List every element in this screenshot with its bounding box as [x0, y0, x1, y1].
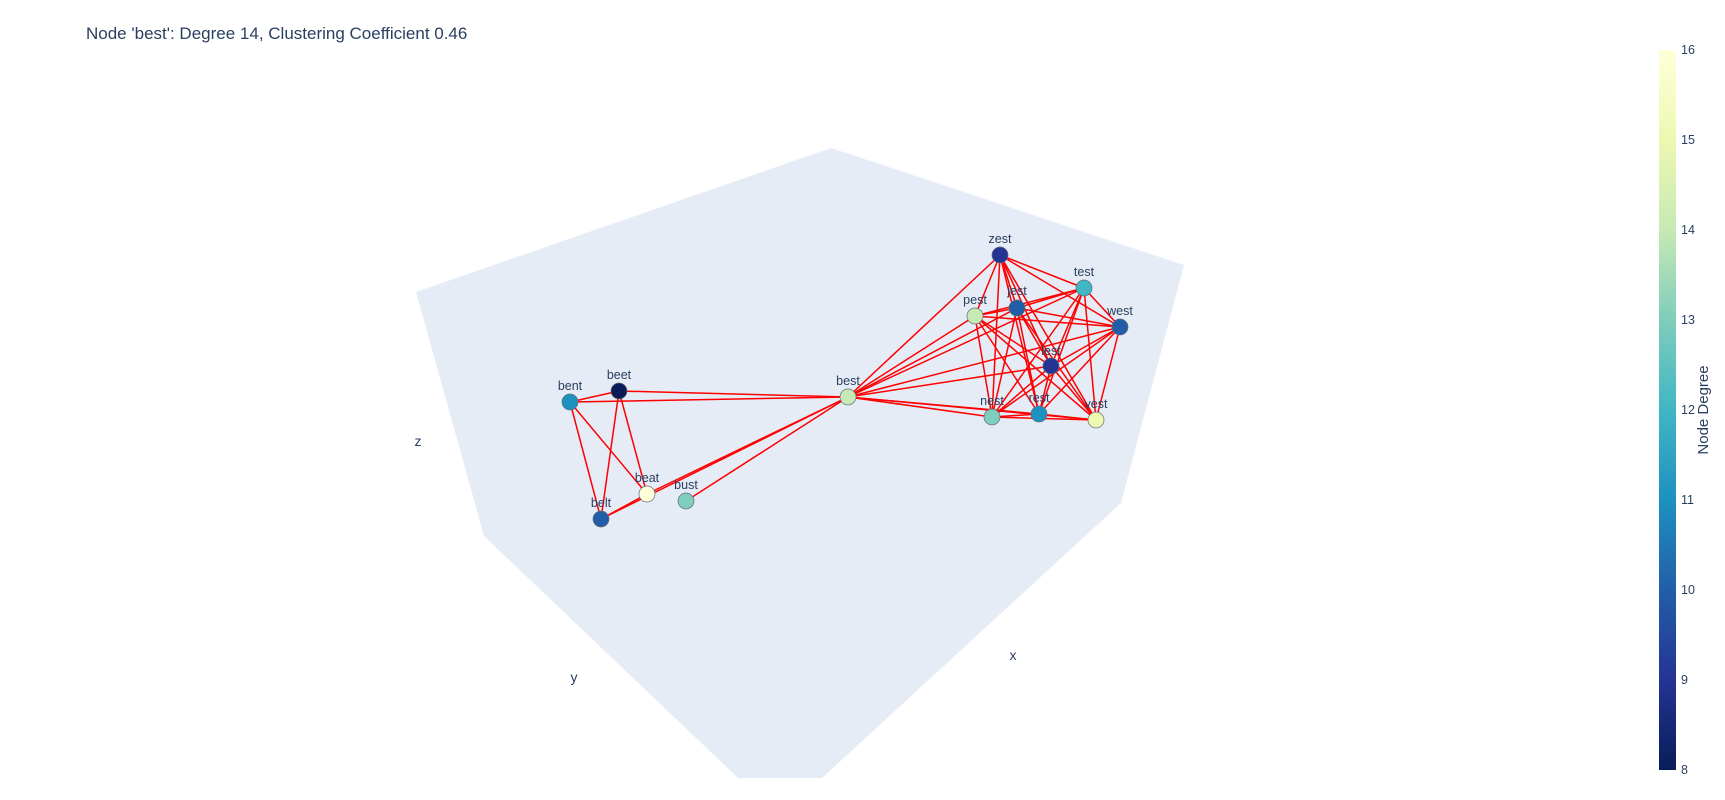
colorbar: 8 9 10 11 12 13 14 15 16 Node Degree — [1659, 43, 1712, 777]
edge-beet-belt — [600, 390, 620, 520]
nodes-layer: zest test pest jest west lest nest rest vest best… — [558, 232, 1133, 528]
edge-jest-lest — [1016, 307, 1052, 367]
edge-lest-nest — [991, 365, 1052, 418]
node-label-beat: beat — [635, 471, 660, 485]
z-axis-label: z — [415, 433, 422, 449]
edge-rest-vest — [1038, 413, 1097, 421]
edge-zest-nest — [991, 254, 1001, 418]
x-axis-label: x — [1010, 647, 1017, 663]
node-label-pest: pest — [963, 293, 987, 307]
edge-jest-west — [1016, 307, 1121, 328]
edge-beet-best — [618, 390, 849, 398]
node-nest[interactable] — [983, 408, 1001, 426]
colorbar-tick-14: 14 — [1681, 223, 1695, 237]
node-label-belt: belt — [591, 496, 612, 510]
edge-lest-vest — [1050, 365, 1097, 421]
node-zest[interactable] — [991, 246, 1009, 264]
edge-beet-beat — [618, 390, 648, 495]
chart-title: Node 'best': Degree 14, Clustering Coeff… — [86, 24, 468, 43]
colorbar-tick-9: 9 — [1681, 673, 1688, 687]
node-rest[interactable] — [1030, 405, 1048, 423]
edge-best-lest — [847, 365, 1052, 398]
colorbar-tick-13: 13 — [1681, 313, 1695, 327]
node-bent[interactable] — [561, 393, 579, 411]
edge-test-west — [1083, 287, 1121, 328]
node-label-bust: bust — [674, 478, 698, 492]
node-best[interactable] — [839, 388, 857, 406]
edge-test-vest — [1083, 287, 1097, 421]
node-label-best: best — [836, 374, 860, 388]
node-test[interactable] — [1075, 279, 1093, 297]
colorbar-bar — [1659, 50, 1676, 770]
colorbar-title: Node Degree — [1695, 365, 1712, 454]
edge-west-rest — [1038, 326, 1121, 415]
edge-zest-west — [999, 254, 1121, 328]
node-bust[interactable] — [677, 492, 695, 510]
scene-background-plane — [416, 148, 1184, 778]
edge-zest-rest — [999, 254, 1040, 415]
colorbar-tick-11: 11 — [1681, 493, 1694, 507]
node-label-lest: lest — [1041, 344, 1061, 358]
edge-test-jest — [1016, 287, 1085, 309]
node-label-beet: beet — [607, 368, 632, 382]
edge-west-vest — [1095, 326, 1121, 421]
node-beet[interactable] — [610, 382, 628, 400]
edge-jest-nest — [991, 307, 1018, 418]
edge-pest-vest — [974, 315, 1097, 421]
edge-bent-beat — [569, 401, 648, 495]
edge-jest-rest — [1016, 307, 1040, 415]
edge-pest-lest — [974, 315, 1052, 367]
edge-pest-west — [974, 315, 1121, 328]
edge-bent-belt — [569, 401, 602, 520]
edge-best-pest — [847, 315, 976, 398]
edge-zest-lest — [999, 254, 1052, 367]
node-label-vest: vest — [1085, 397, 1108, 411]
y-axis-label: y — [571, 669, 578, 685]
edge-best-nest — [847, 396, 993, 418]
edge-best-jest — [847, 307, 1018, 398]
node-lest[interactable] — [1042, 357, 1060, 375]
node-west[interactable] — [1111, 318, 1129, 336]
colorbar-tick-12: 12 — [1681, 403, 1695, 417]
colorbar-tick-15: 15 — [1681, 133, 1695, 147]
edge-bent-best — [569, 396, 849, 403]
node-label-west: west — [1106, 304, 1133, 318]
colorbar-tick-10: 10 — [1681, 583, 1695, 597]
node-jest[interactable] — [1008, 299, 1026, 317]
edge-best-zest — [847, 254, 1001, 398]
node-label-jest: jest — [1006, 284, 1027, 298]
node-label-zest: zest — [989, 232, 1012, 246]
node-label-test: test — [1074, 265, 1095, 279]
edge-test-lest — [1050, 287, 1085, 367]
colorbar-tick-16: 16 — [1681, 43, 1695, 57]
edges-layer — [569, 254, 1121, 520]
node-pest[interactable] — [966, 307, 984, 325]
edge-bust-best — [685, 396, 849, 502]
node-label-rest: rest — [1029, 391, 1050, 405]
colorbar-tick-8: 8 — [1681, 763, 1688, 777]
edge-pest-nest — [974, 315, 993, 418]
node-label-bent: bent — [558, 379, 583, 393]
edge-beat-best — [646, 396, 849, 495]
edge-zest-pest — [974, 254, 1001, 317]
edge-test-rest — [1038, 287, 1085, 415]
edge-best-west — [847, 326, 1121, 398]
edge-test-nest — [991, 287, 1085, 418]
node-label-nest: nest — [980, 394, 1004, 408]
edge-west-lest — [1050, 326, 1121, 367]
edge-bent-beet — [569, 390, 620, 403]
edge-zest-test — [999, 254, 1085, 289]
colorbar-ticks: 8 9 10 11 12 13 14 15 16 — [1681, 43, 1695, 777]
node-vest[interactable] — [1087, 411, 1105, 429]
node-beat[interactable] — [638, 485, 656, 503]
edge-best-test — [847, 287, 1085, 398]
edge-pest-rest — [974, 315, 1040, 415]
node-belt[interactable] — [592, 510, 610, 528]
